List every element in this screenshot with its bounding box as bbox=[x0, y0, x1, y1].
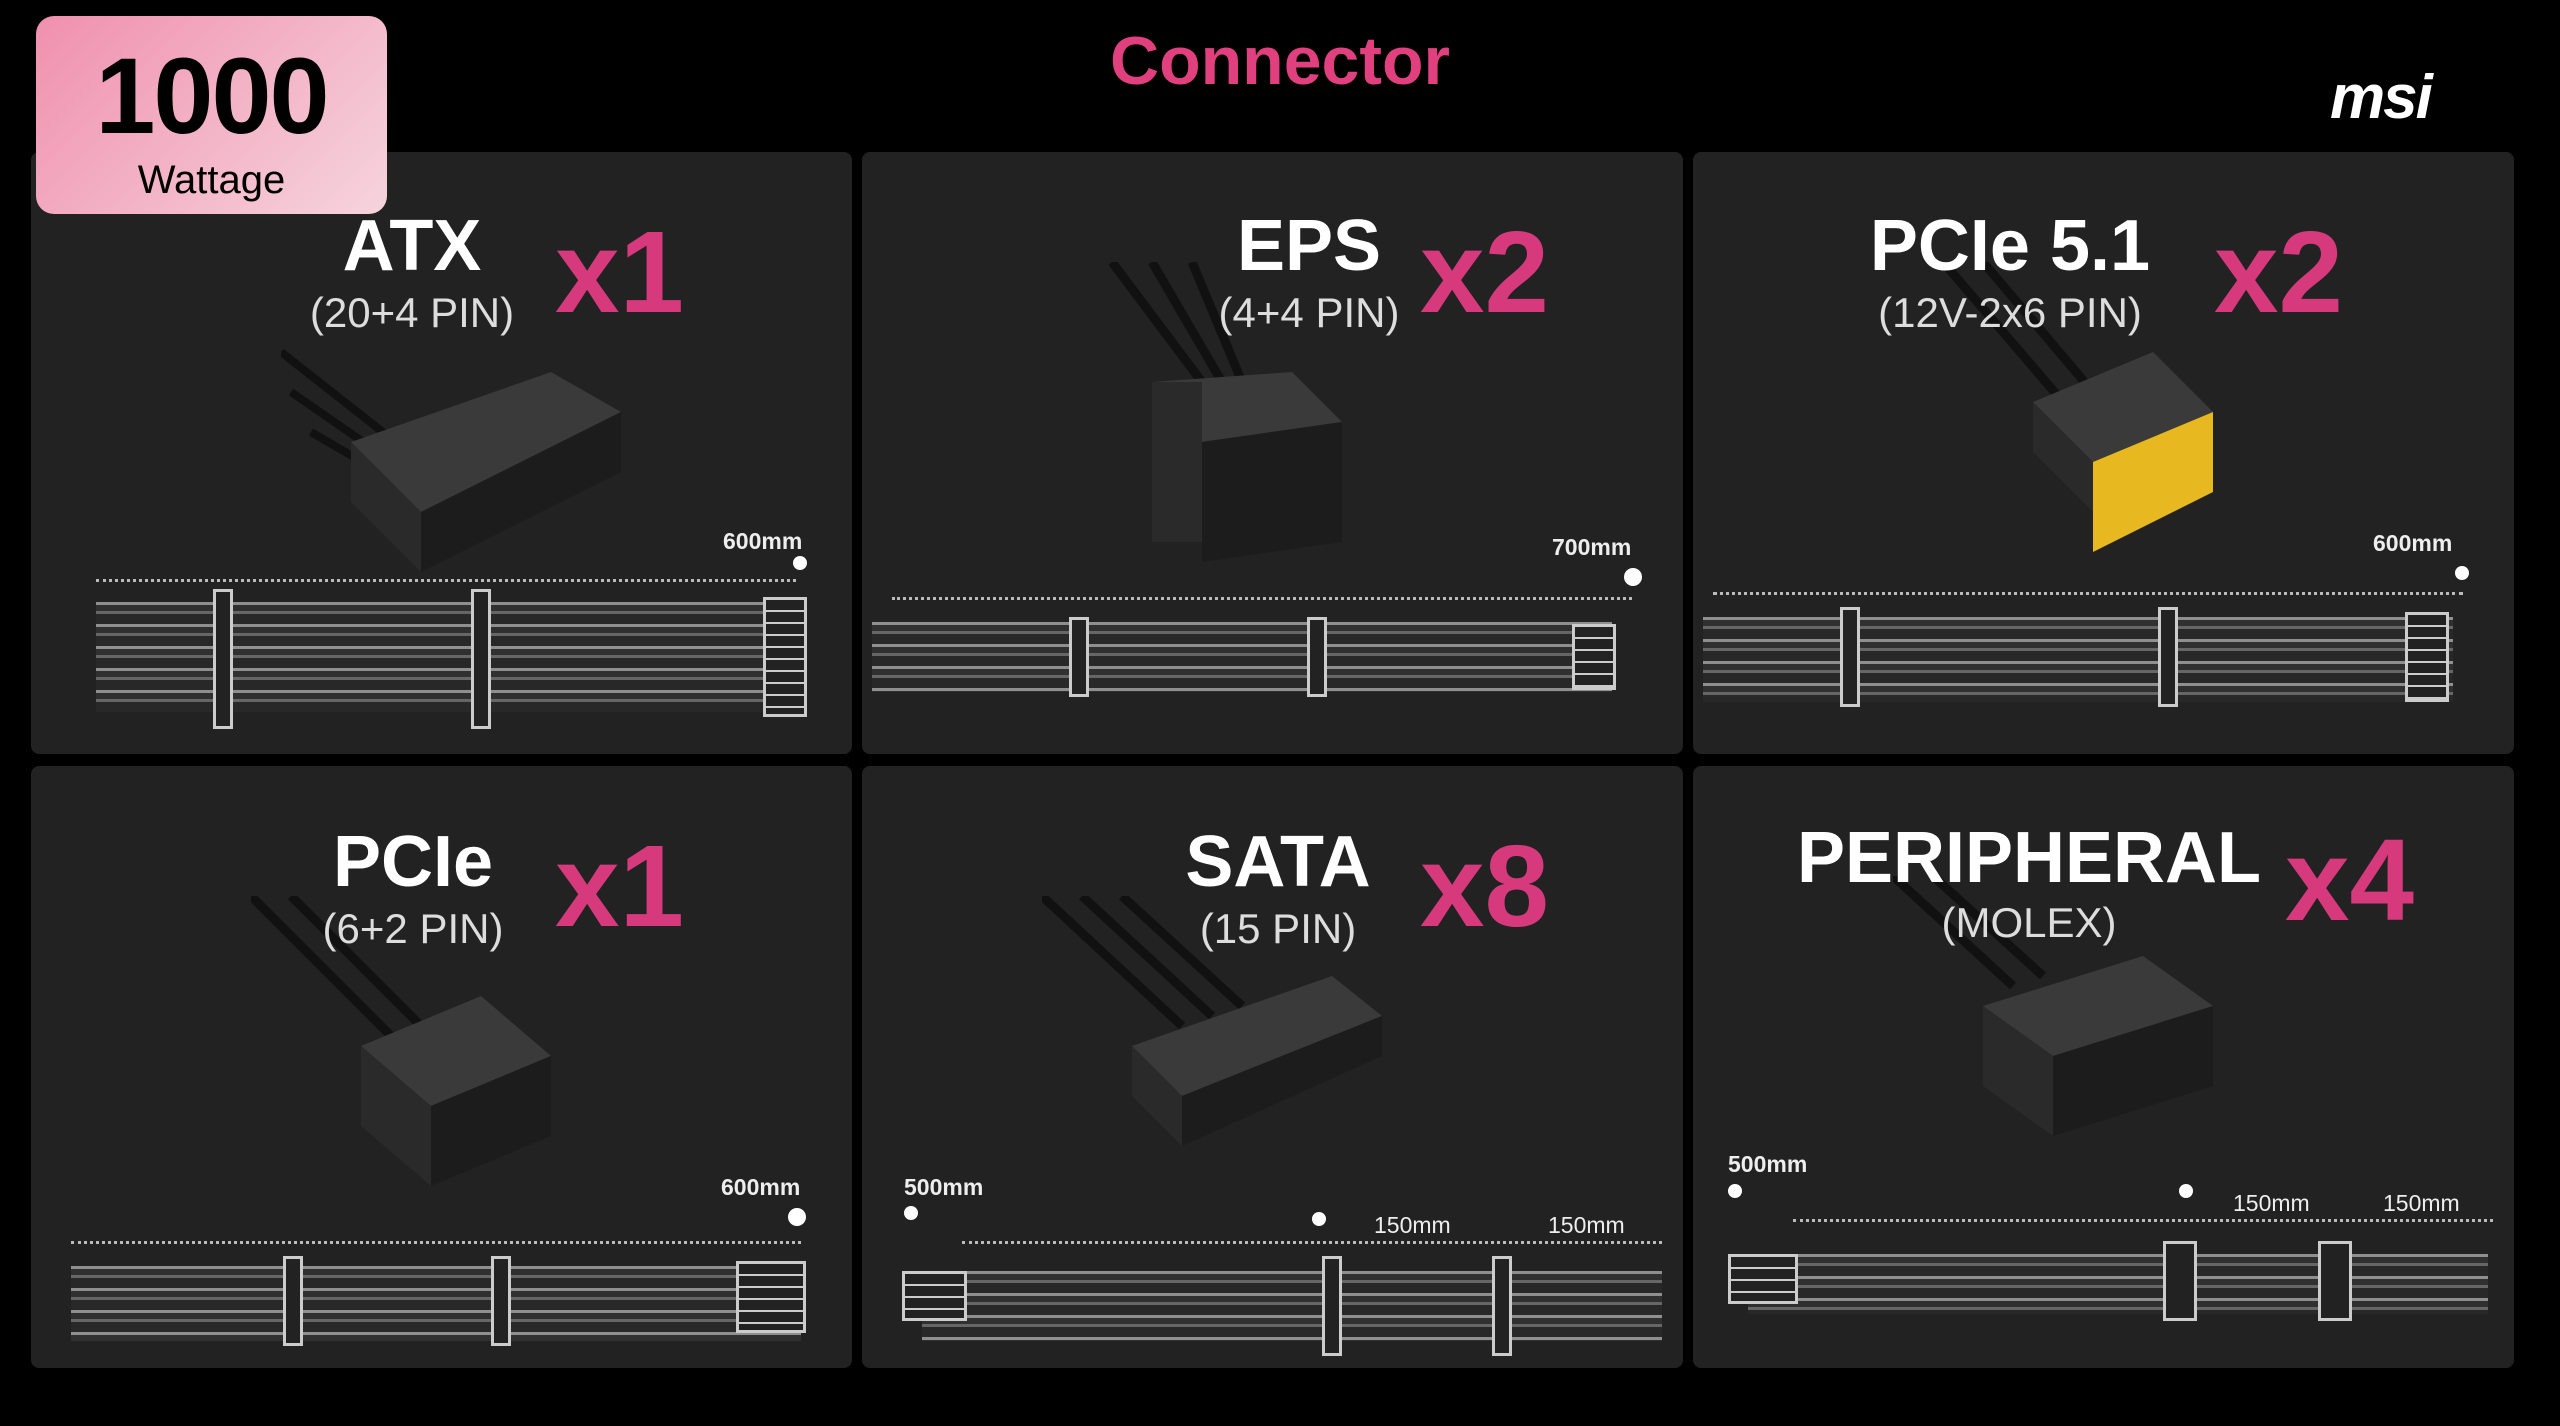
cable-diagram-mark bbox=[902, 1271, 967, 1321]
panel-eps: EPS (4+4 PIN) x2 700mm bbox=[862, 152, 1683, 754]
branch-length: 150mm bbox=[2383, 1190, 2460, 1216]
cable-diagram-mark bbox=[962, 1241, 1662, 1244]
cable-diagram-mark bbox=[213, 589, 233, 729]
page-title: Connector bbox=[1110, 23, 1450, 99]
cable-length: 700mm bbox=[1552, 534, 1632, 560]
cable-length: 600mm bbox=[723, 528, 803, 554]
cable-diagram-mark bbox=[892, 597, 1632, 600]
branch-length: 150mm bbox=[2233, 1190, 2310, 1216]
molex-connector-icon bbox=[1893, 876, 2213, 1136]
cable-diagram-mark bbox=[2158, 607, 2178, 707]
wattage-label: Wattage bbox=[137, 158, 286, 202]
cable-diagram-mark bbox=[2405, 612, 2449, 702]
cable-length: 600mm bbox=[2373, 530, 2453, 556]
cable-diagram-mark bbox=[1572, 624, 1616, 690]
cable-diagram-mark bbox=[763, 597, 807, 717]
panel-atx: ATX (20+4 PIN) x1 600mm bbox=[31, 152, 852, 754]
cable-diagram-mark bbox=[1624, 568, 1642, 586]
connector-count: x1 bbox=[555, 821, 685, 951]
cable-diagram-mark bbox=[1312, 1212, 1326, 1226]
connector-pins: (15 PIN) bbox=[1199, 905, 1357, 952]
cable-diagram-mark bbox=[96, 579, 796, 582]
cable-diagram-mark bbox=[1728, 1184, 1742, 1198]
connector-name: SATA bbox=[1185, 822, 1371, 902]
pcie-connector-icon bbox=[251, 896, 551, 1186]
cable-diagram bbox=[1703, 617, 2453, 702]
pcie51-connector-icon bbox=[1943, 262, 2213, 552]
cable-length: 600mm bbox=[721, 1174, 801, 1200]
cable-diagram-mark bbox=[2455, 566, 2469, 580]
connector-count: x8 bbox=[1420, 821, 1550, 951]
cable-diagram-mark bbox=[1307, 617, 1327, 697]
sata-connector-icon bbox=[1042, 896, 1382, 1146]
cable-diagram-mark bbox=[793, 556, 807, 570]
wattage-badge: 1000 Wattage bbox=[36, 16, 387, 214]
cable-diagram-mark bbox=[283, 1256, 303, 1346]
cable-diagram-mark bbox=[1322, 1256, 1342, 1356]
cable-diagram-mark bbox=[491, 1256, 511, 1346]
eps-connector-icon bbox=[1108, 262, 1342, 562]
cable-diagram bbox=[872, 622, 1612, 692]
connector-name: PERIPHERAL bbox=[1796, 818, 2262, 898]
cable-diagram-mark bbox=[2179, 1184, 2193, 1198]
atx-connector-icon bbox=[281, 348, 621, 572]
cable-diagram-mark bbox=[1713, 592, 2463, 595]
cable-diagram-mark bbox=[1793, 1219, 2493, 1222]
cable-length: 500mm bbox=[904, 1174, 984, 1200]
cable-diagram bbox=[96, 602, 796, 712]
cable-diagram-mark bbox=[471, 589, 491, 729]
wattage-value: 1000 bbox=[95, 35, 329, 156]
cable-diagram-mark bbox=[2163, 1241, 2197, 1321]
cable-diagram-mark bbox=[904, 1206, 918, 1220]
cable-diagram bbox=[1748, 1254, 2488, 1314]
connector-count: x2 bbox=[1420, 207, 1550, 337]
cable-diagram bbox=[922, 1271, 1662, 1341]
connector-name: PCIe bbox=[332, 822, 494, 902]
connector-pins: (MOLEX) bbox=[1941, 899, 2117, 946]
cable-diagram-mark bbox=[1840, 607, 1860, 707]
cable-diagram-mark bbox=[2318, 1241, 2352, 1321]
connector-name: ATX bbox=[342, 206, 482, 286]
connector-pins: (4+4 PIN) bbox=[1218, 289, 1400, 336]
connector-pins: (6+2 PIN) bbox=[322, 905, 504, 952]
connector-pins: (12V-2x6 PIN) bbox=[1878, 289, 2142, 336]
connector-count: x4 bbox=[2285, 815, 2415, 945]
msi-logo: msi bbox=[2330, 63, 2433, 132]
panel-peripheral: PERIPHERAL (MOLEX) x4 500mm 150mm 150mm bbox=[1693, 766, 2514, 1368]
branch-length: 150mm bbox=[1548, 1212, 1625, 1238]
connector-count: x1 bbox=[555, 207, 685, 337]
panel-sata: SATA (15 PIN) x8 500mm 150mm 150mm bbox=[862, 766, 1683, 1368]
connector-count: x2 bbox=[2214, 207, 2344, 337]
connector-pins: (20+4 PIN) bbox=[309, 289, 515, 336]
connector-name: EPS bbox=[1236, 206, 1382, 286]
cable-diagram-mark bbox=[788, 1208, 806, 1226]
cable-diagram-mark bbox=[1728, 1254, 1798, 1304]
branch-length: 150mm bbox=[1374, 1212, 1451, 1238]
panel-pcie51: PCIe 5.1 (12V-2x6 PIN) x2 600mm bbox=[1693, 152, 2514, 754]
cable-length: 500mm bbox=[1728, 1151, 1808, 1177]
cable-diagram-mark bbox=[1069, 617, 1089, 697]
panel-pcie: PCIe (6+2 PIN) x1 600mm bbox=[31, 766, 852, 1368]
cable-diagram-mark bbox=[736, 1261, 806, 1333]
cable-diagram bbox=[71, 1266, 801, 1341]
cable-diagram-mark bbox=[1492, 1256, 1512, 1356]
connector-name: PCIe 5.1 bbox=[1869, 206, 2151, 286]
cable-diagram-mark bbox=[71, 1241, 801, 1244]
